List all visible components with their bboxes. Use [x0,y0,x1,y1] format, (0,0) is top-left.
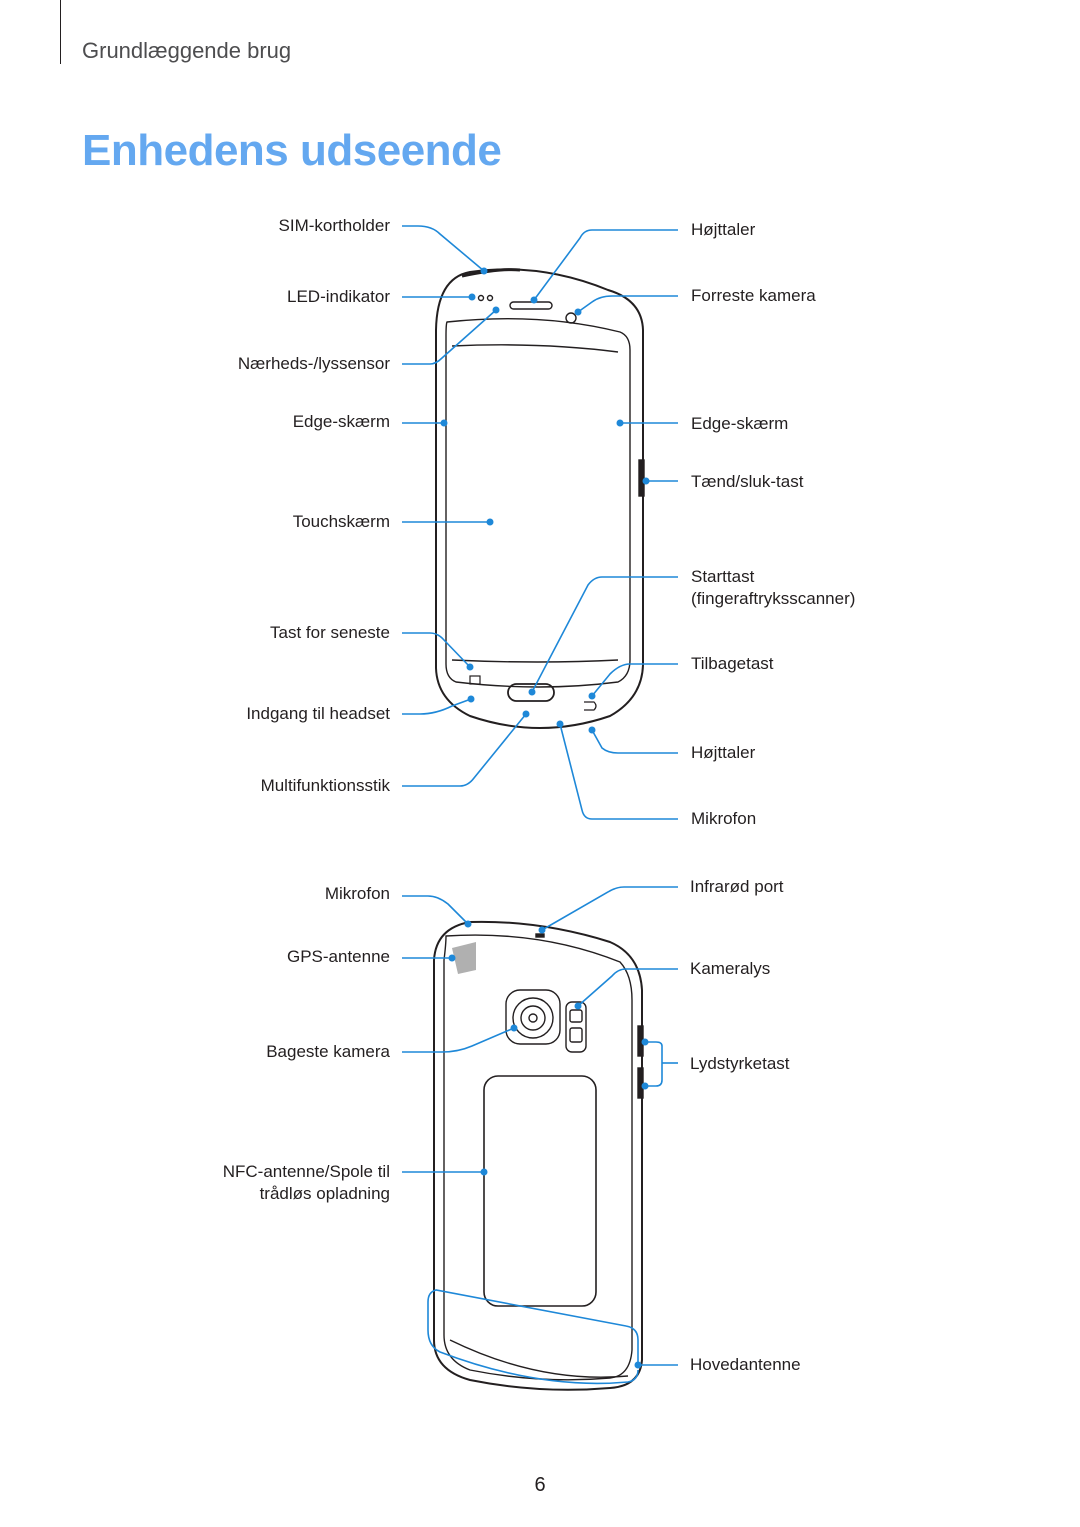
label-power-key: Tænd/sluk-tast [691,472,804,491]
label-recent-apps-key: Tast for seneste [269,623,390,642]
label-main-antenna: Hovedantenne [690,1355,801,1374]
label-microphone-bottom: Mikrofon [691,809,757,828]
label-touchscreen: Touchskærm [292,512,390,531]
label-volume-key: Lydstyrketast [690,1054,790,1073]
label-camera-flash: Kameralys [690,959,771,978]
label-home-key-line1: Starttast [691,567,755,586]
chapter-rule [60,0,61,64]
callout-lines [402,225,678,1385]
label-rear-camera: Bageste kamera [266,1042,390,1061]
label-nfc-line2: trådløs opladning [259,1184,390,1203]
label-nfc-antenna: NFC-antenne/Spole til trådløs opladning [223,1161,390,1205]
back-phone-illustration [433,920,644,1391]
label-speaker-bottom: Højttaler [691,743,756,762]
label-back-key: Tilbagetast [691,654,774,673]
label-sim-holder: SIM-kortholder [278,216,390,235]
callout-dots [440,267,650,1369]
label-gps-antenna: GPS-antenne [286,947,390,966]
label-edge-screen-right: Edge-skærm [691,414,789,433]
label-edge-screen-left: Edge-skærm [292,412,390,431]
label-home-key-line2: (fingeraftryksscanner) [691,589,856,608]
label-led-indicator: LED-indikator [287,287,390,306]
front-phone-illustration [435,268,645,729]
label-proximity-sensor: Nærheds-/lyssensor [237,354,390,373]
page-title: Enhedens udseende [82,126,502,175]
label-front-camera: Forreste kamera [691,286,816,305]
label-multipurpose-jack: Multifunktionsstik [260,776,390,795]
label-speaker-top: Højttaler [691,220,756,239]
label-infrared-port: Infrarød port [690,877,784,896]
page-number: 6 [534,1474,546,1496]
label-home-key: Starttast (fingeraftryksscanner) [691,566,855,610]
label-headset-jack: Indgang til headset [246,704,390,723]
label-nfc-line1: NFC-antenne/Spole til [222,1162,390,1181]
label-microphone-top: Mikrofon [324,884,390,903]
chapter-title: Grundlæggende brug [82,38,292,63]
